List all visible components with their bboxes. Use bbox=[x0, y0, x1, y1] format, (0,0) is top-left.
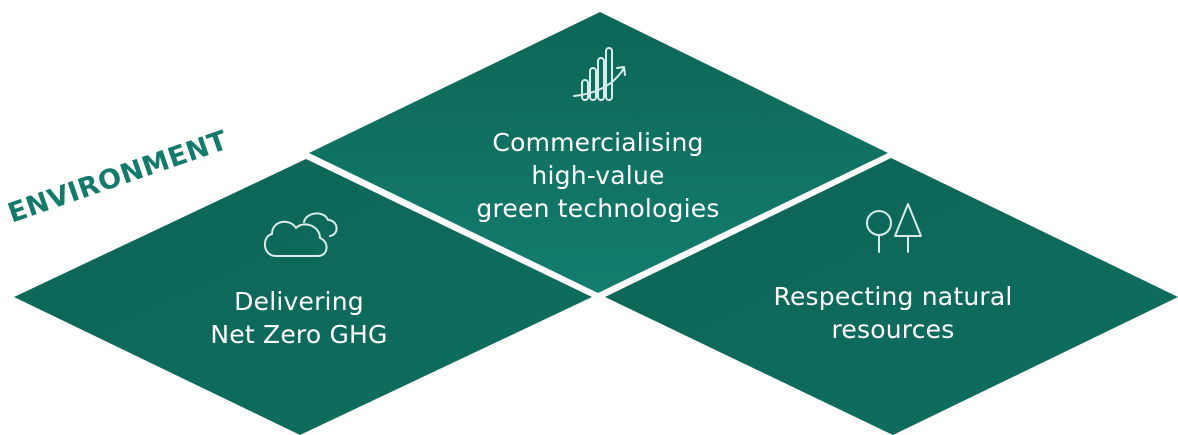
trees-icon bbox=[866, 203, 922, 253]
tile-natural-resources bbox=[605, 158, 1178, 435]
tile-line: resources bbox=[831, 315, 955, 344]
tile-line: green technologies bbox=[476, 194, 720, 223]
tile-line: Net Zero GHG bbox=[210, 320, 388, 349]
cloud-icon bbox=[264, 212, 338, 257]
tile-line: Respecting natural bbox=[773, 282, 1013, 311]
bar-chart-trend-icon bbox=[573, 47, 626, 101]
tile-commercialising-text: Commercialising high-value green technol… bbox=[476, 126, 719, 225]
tile-line: Delivering bbox=[234, 287, 364, 316]
tile-natural-resources-text: Respecting natural resources bbox=[773, 280, 1012, 346]
tile-line: Commercialising bbox=[492, 128, 704, 157]
tile-commercialising bbox=[309, 12, 888, 293]
tile-net-zero-text: Delivering Net Zero GHG bbox=[210, 285, 387, 351]
tile-net-zero bbox=[14, 159, 592, 435]
tile-line: high-value bbox=[531, 161, 665, 190]
